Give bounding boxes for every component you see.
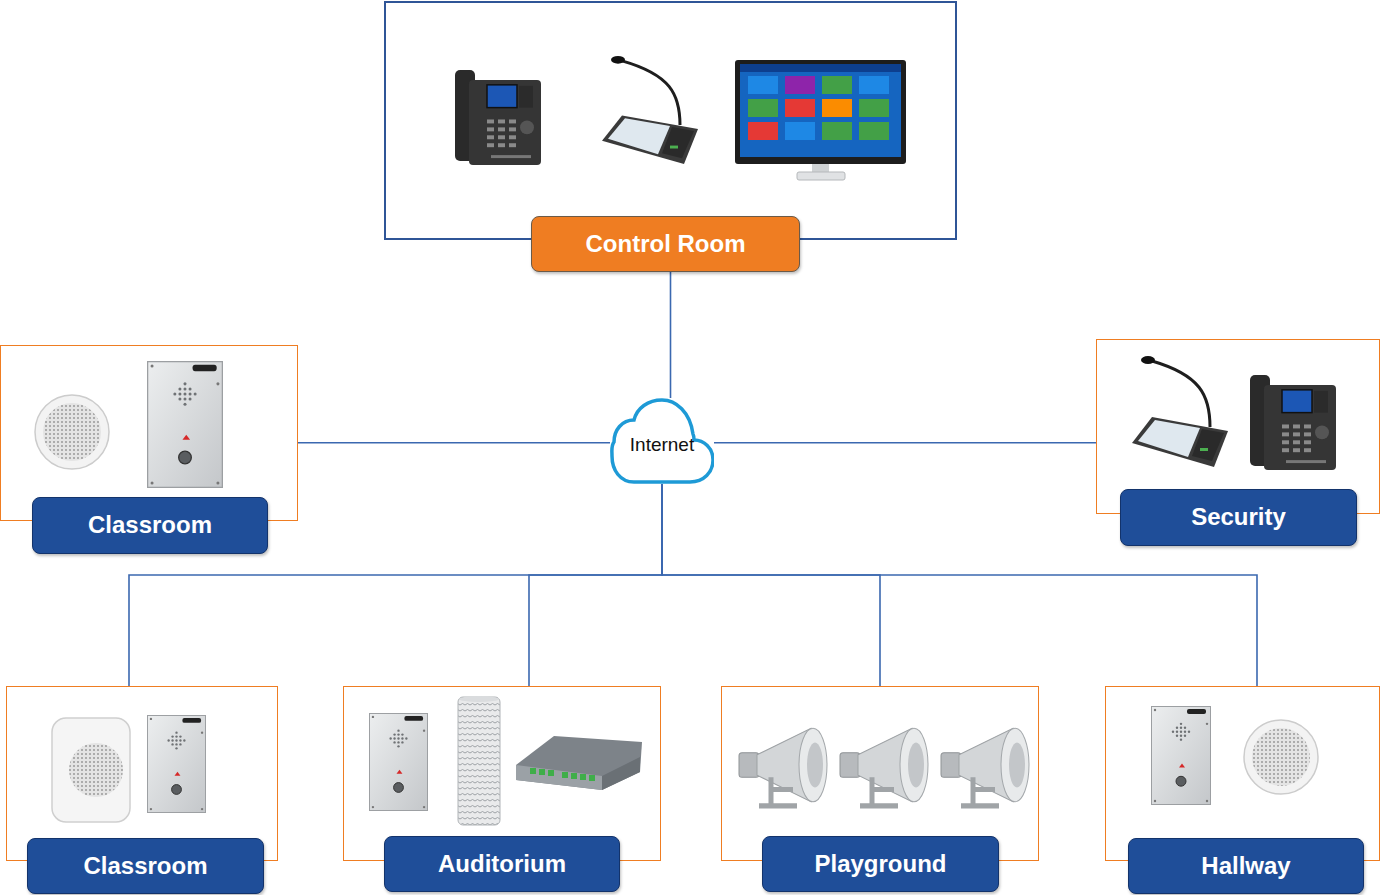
app-tile bbox=[822, 99, 852, 117]
cloud-label: Internet bbox=[610, 434, 714, 456]
terminal bbox=[530, 768, 536, 774]
monitor-screen bbox=[740, 64, 901, 157]
location-label: Auditorium bbox=[384, 836, 620, 892]
app-tile bbox=[859, 76, 889, 94]
terminal bbox=[539, 769, 545, 775]
paging-console bbox=[1132, 356, 1228, 467]
app-tile bbox=[785, 122, 815, 140]
network-link bbox=[662, 484, 880, 686]
location-box: Control Room bbox=[384, 1, 957, 240]
horn-speaker bbox=[840, 728, 928, 806]
ip-phone bbox=[1250, 375, 1336, 470]
location-label: Classroom bbox=[32, 497, 268, 554]
speaker-grille bbox=[43, 403, 101, 461]
network-link bbox=[529, 484, 662, 686]
amp-top bbox=[516, 736, 642, 790]
terminal bbox=[580, 774, 586, 780]
paging-console bbox=[602, 56, 698, 164]
column-body bbox=[458, 697, 500, 825]
column-top bbox=[459, 696, 499, 702]
wall-speaker bbox=[52, 718, 130, 822]
location-box: Hallway bbox=[1105, 686, 1380, 861]
speaker-cabinet bbox=[52, 718, 130, 822]
horn-speaker bbox=[739, 728, 827, 806]
ceiling-speaker bbox=[35, 395, 109, 469]
intercom-panel bbox=[1152, 706, 1211, 804]
speaker-grille bbox=[1252, 728, 1310, 786]
terminal bbox=[562, 772, 568, 778]
column-speaker bbox=[458, 696, 500, 825]
speaker-grille bbox=[69, 743, 123, 797]
terminal bbox=[589, 775, 595, 781]
speaker-rim bbox=[1244, 720, 1318, 794]
location-label: Security bbox=[1120, 489, 1357, 546]
horn-speaker bbox=[941, 728, 1029, 806]
speaker-rim bbox=[35, 395, 109, 469]
ip-phone bbox=[455, 70, 541, 165]
network-link bbox=[714, 442, 1096, 444]
app-tile bbox=[785, 99, 815, 117]
location-label: Playground bbox=[762, 836, 999, 892]
app-tile bbox=[822, 122, 852, 140]
amp-side bbox=[602, 757, 640, 790]
amp-front bbox=[516, 765, 602, 790]
intercom-panel bbox=[369, 713, 427, 810]
monitor bbox=[735, 60, 906, 180]
monitor-base bbox=[797, 172, 845, 180]
amp-terminals bbox=[530, 768, 595, 781]
location-label: Classroom bbox=[27, 838, 264, 894]
intercom-panel bbox=[147, 715, 205, 812]
intercom-panel bbox=[148, 362, 223, 488]
location-label: Hallway bbox=[1128, 838, 1364, 894]
location-box: Auditorium bbox=[343, 686, 661, 861]
location-box: Security bbox=[1096, 339, 1380, 514]
monitor-topbar bbox=[740, 64, 901, 72]
app-tile bbox=[859, 99, 889, 117]
terminal bbox=[548, 770, 554, 776]
amplifier bbox=[516, 736, 642, 790]
app-tile bbox=[785, 76, 815, 94]
app-tile bbox=[822, 76, 852, 94]
cloud-node: Internet bbox=[610, 398, 714, 484]
monitor-frame bbox=[735, 60, 906, 164]
location-label: Control Room bbox=[531, 216, 800, 272]
app-tile bbox=[748, 99, 778, 117]
terminal bbox=[571, 773, 577, 779]
app-tile bbox=[748, 122, 778, 140]
location-box: Classroom bbox=[6, 686, 278, 861]
network-link bbox=[298, 442, 610, 444]
ceiling-speaker bbox=[1244, 720, 1318, 794]
app-tile bbox=[748, 76, 778, 94]
location-box: Classroom bbox=[0, 345, 298, 521]
app-tile bbox=[859, 122, 889, 140]
location-box: Playground bbox=[721, 686, 1039, 861]
network-link bbox=[670, 272, 672, 398]
